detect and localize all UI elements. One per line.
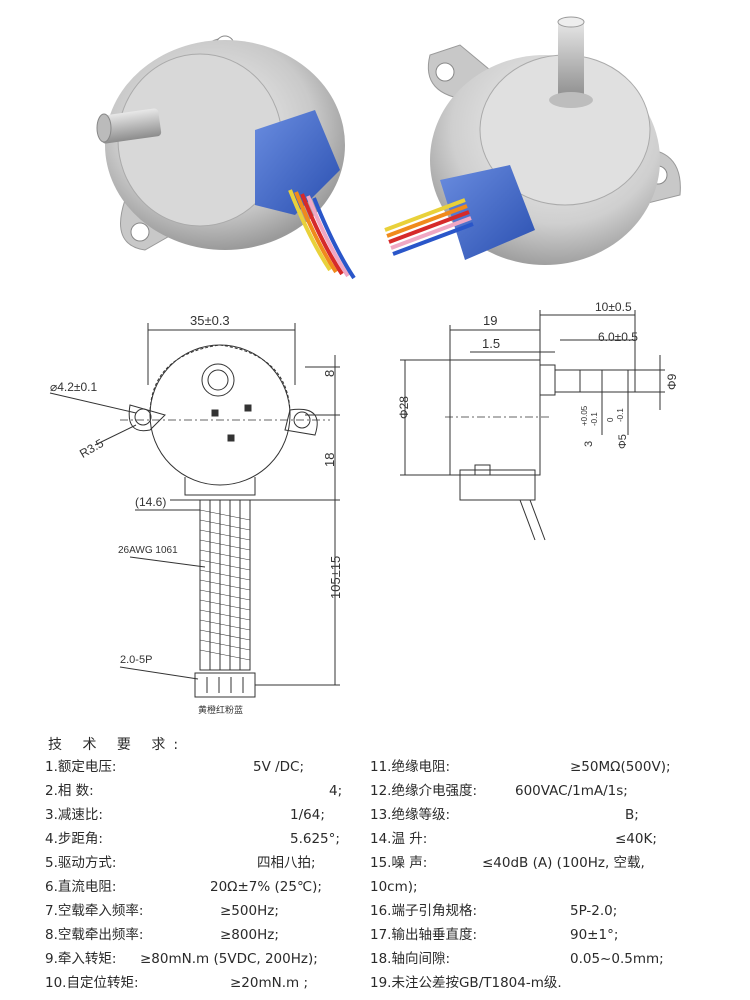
spec-row: 16.端子引角规格:5P-2.0; <box>370 903 618 919</box>
spec-title: 技 术 要 求: <box>48 737 187 753</box>
spec-row: 1.额定电压:5V /DC; <box>45 759 305 775</box>
dim-19: 19 <box>483 313 497 328</box>
dim-3-tol-lower: -0.1 <box>590 412 599 426</box>
dim-length-105: 105±15 <box>328 556 343 599</box>
dim-3: 3 <box>583 441 595 447</box>
dim-10: 10±0.5 <box>595 300 632 314</box>
dim-dia-9: Φ9 <box>665 373 679 390</box>
dim-hole-dia: ⌀4.2±0.1 <box>50 380 98 394</box>
dim-1-5: 1.5 <box>482 336 500 351</box>
spec-row: 11.绝缘电阻:≥50MΩ(500V); <box>370 759 671 775</box>
spec-row: 10cm); <box>370 879 418 895</box>
connector-2p0-5p <box>194 672 256 698</box>
spec-row: 19.未注公差按GB/T1804-m级. <box>370 975 562 991</box>
side-view-drawing: 10±0.5 19 6.0±0.5 1.5 Φ28 Φ9 3 +0.05 -0.… <box>397 300 679 541</box>
spec-row: 10.自定位转矩:≥20mN.m ; <box>45 975 309 991</box>
connector-label: 2.0-5P <box>120 654 152 666</box>
output-shaft-up <box>549 16 593 108</box>
spec-row: 14.温 升:≤40K; <box>370 831 657 847</box>
spec-row: 13.绝缘等级:B; <box>370 807 639 823</box>
dim-mid-18: 18 <box>322 453 337 467</box>
dim-6: 6.0±0.5 <box>598 330 638 344</box>
spec-row: 6.直流电阻:20Ω±7% (25℃); <box>45 879 322 895</box>
spec-row: 12.绝缘介电强度:600VAC/1mA/1s; <box>370 783 628 799</box>
dim-3-tol-upper: +0.05 <box>580 405 589 426</box>
motor-body-outline <box>149 344 291 486</box>
output-shaft <box>96 108 162 144</box>
technical-requirements: 技 术 要 求: 1.额定电压:5V /DC; 2.相 数:4; 3.减速比:1… <box>0 730 750 1000</box>
spec-row: 15.噪 声:≤40dB (A) (100Hz, 空载, <box>370 855 645 871</box>
spec-row: 9.牵入转矩:≥80mN.m (5VDC, 200Hz); <box>45 951 318 967</box>
wire-color-code: 黄橙红粉蓝 <box>198 704 243 715</box>
spec-row: 8.空载牵出频率:≥800Hz; <box>45 927 279 943</box>
spec-row: 17.输出轴垂直度:90±1°; <box>370 927 619 943</box>
wire-spec-label: 26AWG 1061 <box>118 545 178 556</box>
connector-housing <box>255 110 340 215</box>
connector-housing-back <box>440 165 535 260</box>
lead-wires-back <box>384 198 474 256</box>
spec-row: 2.相 数:4; <box>45 783 343 799</box>
dim-radius: R3.5 <box>77 436 106 461</box>
lead-wires <box>288 189 356 280</box>
motor-body-side <box>449 359 541 476</box>
front-view-drawing: 35±0.3 ⌀4.2±0.1 R3.5 8 18 (14.6) 26AWG 1… <box>49 313 343 715</box>
spec-row: 7.空载牵入频率:≥500Hz; <box>45 903 279 919</box>
spec-row: 3.减速比:1/64; <box>45 807 325 823</box>
dim-dia-5-tol-lower: -0.1 <box>616 408 625 422</box>
dim-width-35: 35±0.3 <box>190 313 230 328</box>
motor-photo-front <box>96 35 356 280</box>
dim-connector-offset: (14.6) <box>135 495 166 509</box>
dim-top-8: 8 <box>322 370 337 377</box>
dim-dia-5-tol-upper: 0 <box>606 417 615 422</box>
cable-bundle <box>199 499 251 671</box>
spec-row: 18.轴向间隙:0.05~0.5mm; <box>370 951 664 967</box>
dim-dia-28: Φ28 <box>397 396 411 419</box>
dim-dia-5: Φ5 <box>617 434 629 449</box>
spec-row: 5.驱动方式:四相八拍; <box>45 855 316 871</box>
motor-photo-back <box>384 16 681 265</box>
spec-row: 4.步距角:5.625°; <box>45 831 340 847</box>
